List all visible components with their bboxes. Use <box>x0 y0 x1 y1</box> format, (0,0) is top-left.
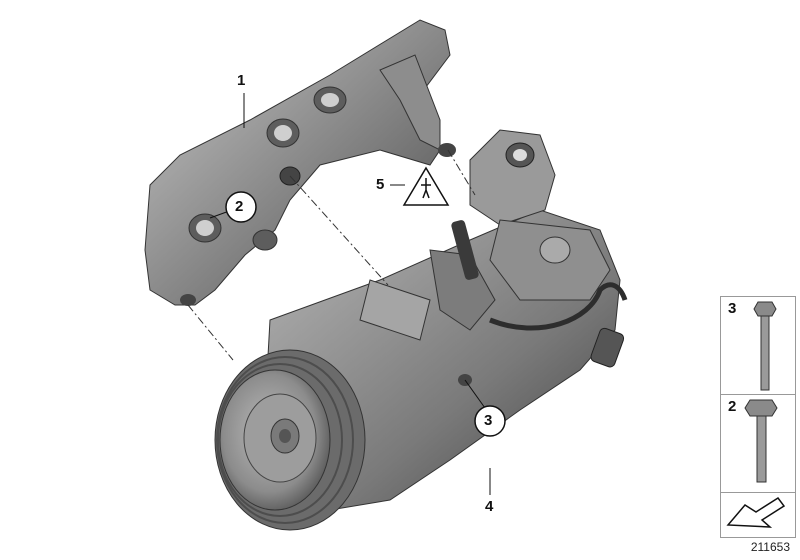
legend-box-arrow <box>720 492 796 538</box>
callout-label-2: 2 <box>235 198 244 215</box>
mounting-bracket <box>144 19 456 306</box>
callout-label-3: 3 <box>484 412 493 429</box>
callout-label-5: 5 <box>376 176 385 193</box>
callout-label-4: 4 <box>485 498 494 515</box>
callout-label-1: 1 <box>237 72 246 89</box>
legend-label-top: 3 <box>728 300 737 317</box>
callout-circle-2 <box>225 191 257 223</box>
callout-circle-3 <box>474 405 506 437</box>
assembly-lines <box>187 149 476 361</box>
diagram-code: 211653 <box>750 540 790 554</box>
legend-label-bottom: 2 <box>728 398 737 415</box>
electrical-warning-icon <box>402 166 450 206</box>
ac-compressor <box>214 129 628 531</box>
